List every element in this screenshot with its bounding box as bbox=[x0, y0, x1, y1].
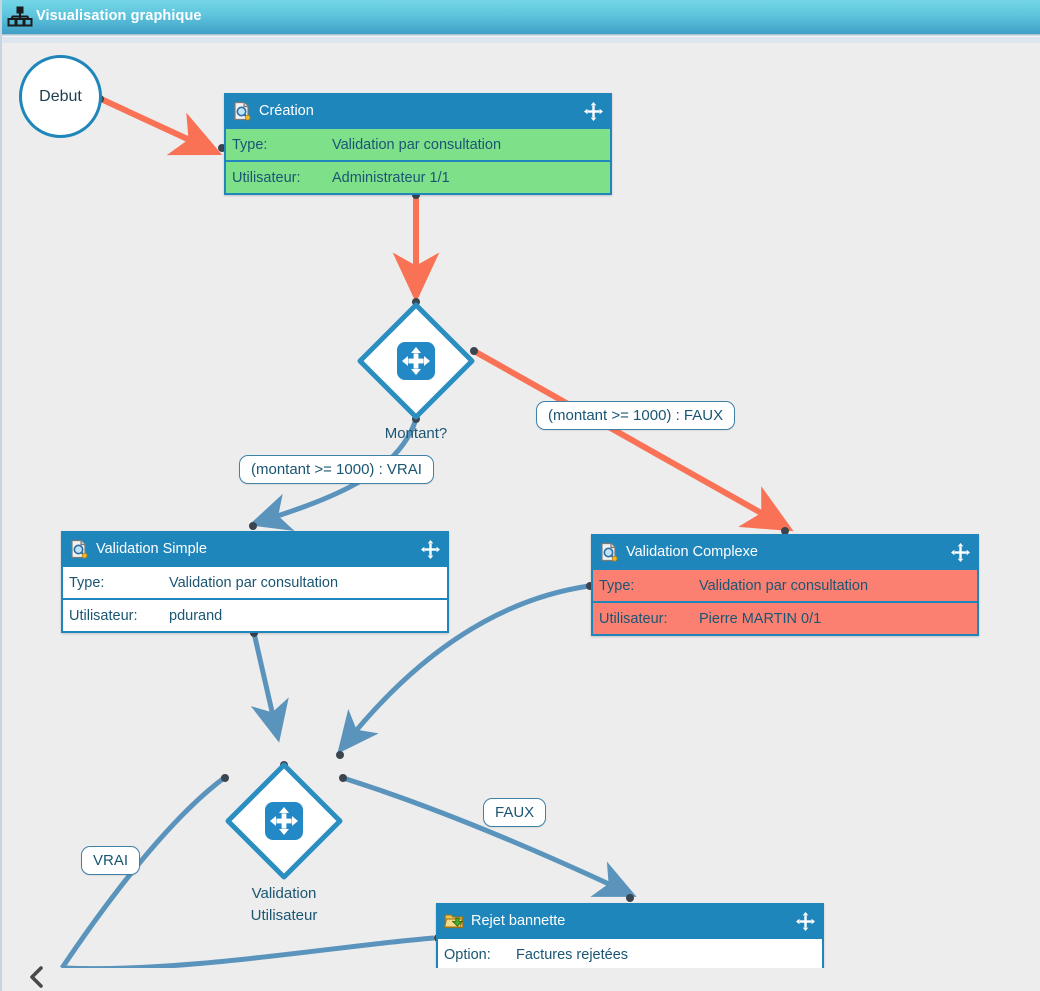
move-icon[interactable] bbox=[583, 101, 604, 122]
decision-montant[interactable]: Montant? bbox=[356, 301, 476, 442]
move-icon[interactable] bbox=[795, 911, 816, 932]
node-rejet-bannette[interactable]: Rejet bannette Option: Factures rejetées bbox=[436, 903, 824, 968]
node-creation-row-utilisateur: Utilisateur: Administrateur 1/1 bbox=[226, 160, 610, 193]
row-value: Validation par consultation bbox=[332, 136, 502, 153]
edge-label-text: VRAI bbox=[93, 852, 129, 869]
document-search-icon bbox=[69, 539, 89, 559]
diagram-canvas[interactable]: Debut Création bbox=[4, 43, 1040, 968]
node-rejet-bannette-row-option: Option: Factures rejetées bbox=[438, 937, 822, 968]
node-validation-simple-header[interactable]: Validation Simple bbox=[63, 533, 447, 565]
node-validation-complexe-header[interactable]: Validation Complexe bbox=[593, 536, 977, 568]
edge-validation-utilisateur-rejet bbox=[342, 775, 637, 897]
window-titlebar: Visualisation graphique bbox=[2, 0, 1040, 34]
edge-label-faux[interactable]: FAUX bbox=[483, 798, 547, 827]
start-node[interactable]: Debut bbox=[19, 55, 102, 138]
row-value: Validation par consultation bbox=[699, 577, 869, 594]
decision-validation-utilisateur-label: Validation Utilisateur bbox=[250, 885, 318, 924]
edge-label-text: FAUX bbox=[495, 804, 535, 821]
titlebar-divider bbox=[2, 34, 1040, 37]
row-key: Utilisateur: bbox=[232, 169, 301, 186]
row-key: Option: bbox=[444, 946, 491, 963]
document-search-icon bbox=[599, 542, 619, 562]
node-creation-header[interactable]: Création bbox=[226, 95, 610, 127]
row-value: pdurand bbox=[169, 607, 223, 624]
row-key: Type: bbox=[232, 136, 268, 153]
row-key: Utilisateur: bbox=[69, 607, 138, 624]
document-search-icon bbox=[232, 101, 252, 121]
row-value: Administrateur 1/1 bbox=[332, 169, 450, 186]
edge-simple-validation-utilisateur bbox=[250, 632, 289, 743]
folder-export-icon bbox=[443, 911, 464, 931]
row-value: Validation par consultation bbox=[169, 574, 339, 591]
chevron-left-icon[interactable] bbox=[24, 963, 50, 991]
move-icon[interactable] bbox=[950, 542, 971, 563]
node-rejet-bannette-header[interactable]: Rejet bannette bbox=[438, 905, 822, 937]
node-validation-simple-row-type: Type: Validation par consultation bbox=[63, 565, 447, 598]
node-validation-complexe-row-type: Type: Validation par consultation bbox=[593, 568, 977, 601]
node-rejet-bannette-title: Rejet bannette bbox=[471, 913, 566, 929]
node-validation-simple[interactable]: Validation Simple Type: Validation par c… bbox=[61, 531, 449, 633]
edge-montant-complexe bbox=[472, 348, 794, 532]
edge-label-vrai[interactable]: VRAI bbox=[81, 846, 141, 875]
node-creation-title: Création bbox=[259, 103, 314, 119]
node-creation[interactable]: Création Type: Validation par consultati… bbox=[224, 93, 612, 195]
row-value: Pierre MARTIN 0/1 bbox=[699, 610, 822, 627]
node-validation-complexe-row-utilisateur: Utilisateur: Pierre MARTIN 0/1 bbox=[593, 601, 977, 634]
move-icon[interactable] bbox=[265, 802, 303, 840]
node-creation-row-type: Type: Validation par consultation bbox=[226, 127, 610, 160]
decision-montant-label: Montant? bbox=[384, 425, 448, 442]
hierarchy-icon bbox=[7, 4, 33, 30]
edge-label-text: (montant >= 1000) : FAUX bbox=[548, 407, 724, 424]
move-icon[interactable] bbox=[420, 539, 441, 560]
horizontal-scrollbar[interactable] bbox=[2, 968, 1040, 991]
decision-validation-utilisateur[interactable]: Validation Utilisateur bbox=[224, 761, 344, 924]
edge-label-cond-vrai[interactable]: (montant >= 1000) : VRAI bbox=[239, 455, 434, 484]
row-key: Utilisateur: bbox=[599, 610, 668, 627]
edge-debut-creation bbox=[99, 96, 223, 156]
node-validation-complexe-title: Validation Complexe bbox=[626, 544, 758, 560]
edge-bottom-curve-rejet bbox=[64, 935, 435, 968]
node-validation-simple-title: Validation Simple bbox=[96, 541, 207, 557]
row-key: Type: bbox=[599, 577, 635, 594]
node-validation-simple-row-utilisateur: Utilisateur: pdurand bbox=[63, 598, 447, 631]
edge-label-cond-faux[interactable]: (montant >= 1000) : FAUX bbox=[536, 401, 736, 430]
node-validation-complexe[interactable]: Validation Complexe Type: Validation par… bbox=[591, 534, 979, 636]
move-icon[interactable] bbox=[397, 342, 435, 380]
row-value: Factures rejetées bbox=[516, 946, 629, 963]
row-key: Type: bbox=[69, 574, 105, 591]
titlebar-divider-lower bbox=[2, 37, 1040, 43]
window-title: Visualisation graphique bbox=[36, 8, 202, 24]
start-node-label: Debut bbox=[39, 87, 82, 105]
edge-label-text: (montant >= 1000) : VRAI bbox=[251, 461, 422, 478]
